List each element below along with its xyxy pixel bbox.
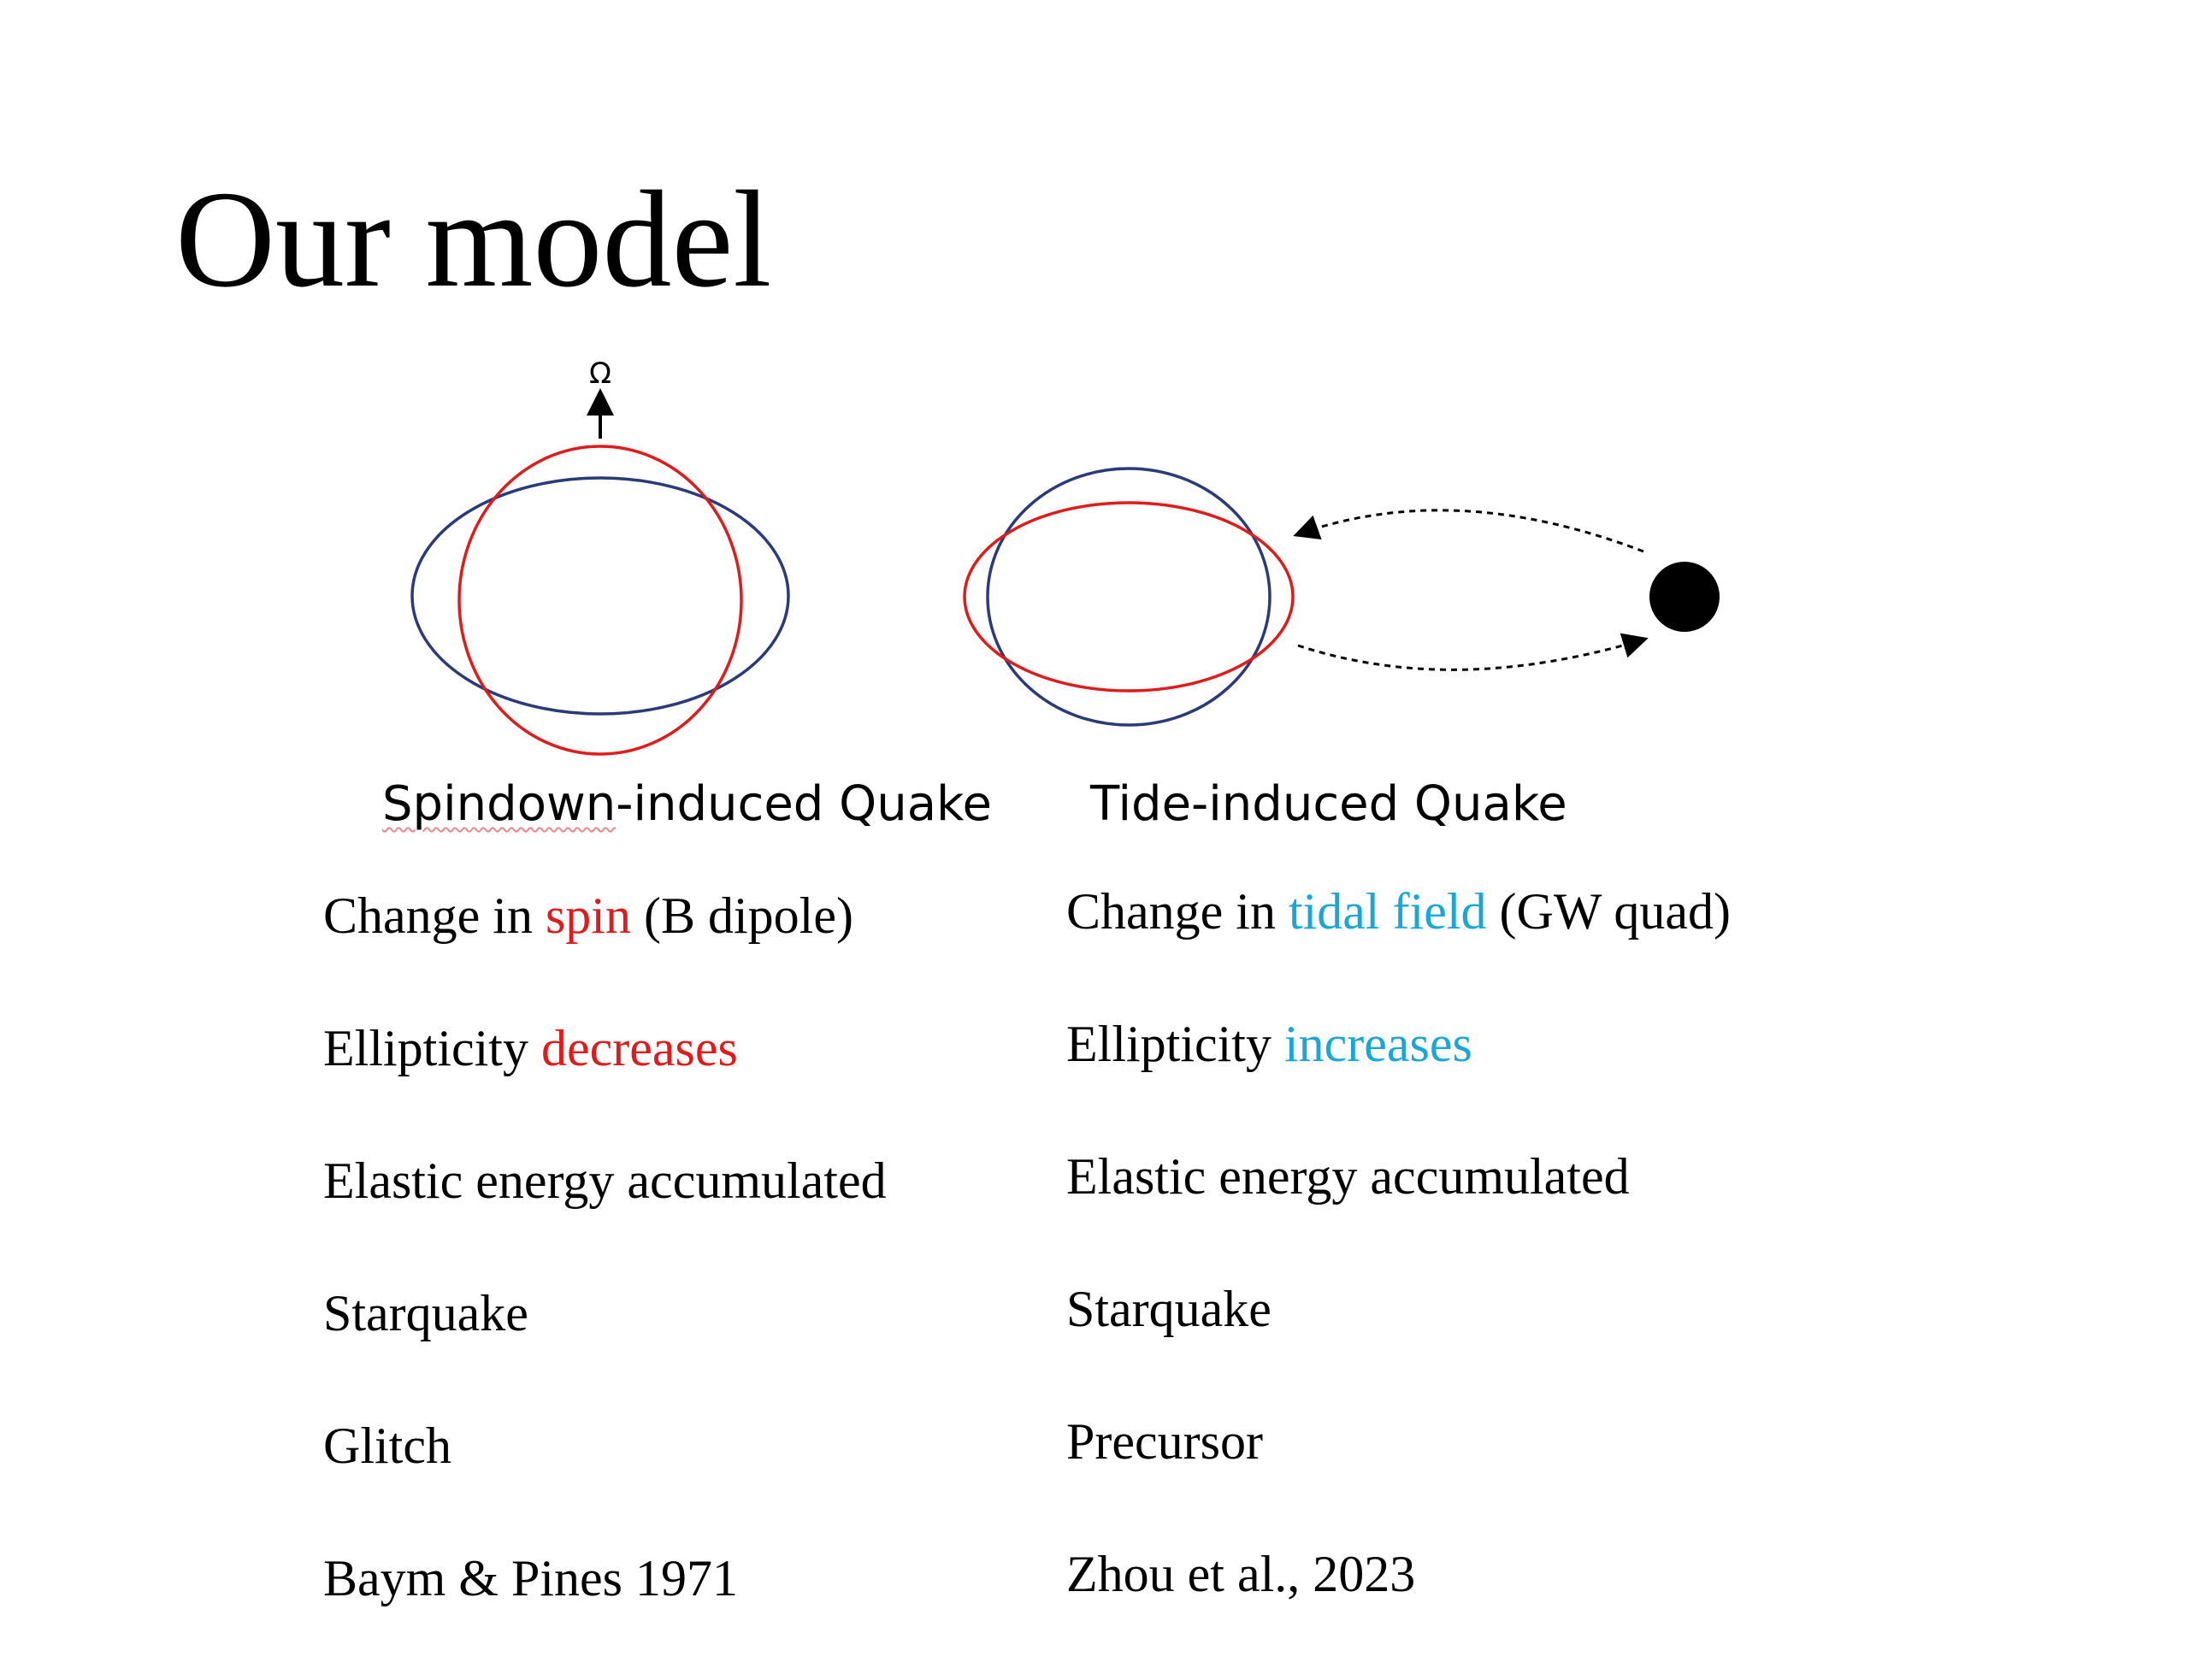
spherical-ellipse (457, 445, 743, 756)
left-row-starquake: Starquake (323, 1285, 528, 1341)
right-row-change: Change in tidal field (GW quad) (1066, 881, 1731, 1013)
left-row-energy: Elastic energy accumulated (323, 1152, 887, 1209)
omega-symbol: Ω (589, 357, 611, 391)
left-row-ellipticity: Ellipticity decreases (323, 1017, 887, 1150)
right-row-reference: Zhou et al., 2023 (1066, 1546, 1416, 1602)
right-row-starquake: Starquake (1066, 1281, 1272, 1337)
quake-diagram: Ω (410, 357, 1720, 756)
tide-caption: Tide-induced Quake (1090, 776, 1567, 832)
right-row1-highlight: tidal field (1288, 883, 1487, 940)
tide-diagram (963, 467, 1720, 727)
right-row2-text-a: Ellipticity (1066, 1016, 1284, 1072)
left-row-reference: Baym & Pines 1971 (323, 1550, 739, 1606)
right-row2-highlight: increases (1283, 1016, 1472, 1072)
spindown-caption-rest: -induced Quake (616, 776, 992, 832)
spindown-word: Spindown (382, 776, 617, 832)
left-row2-text-a: Ellipticity (323, 1020, 541, 1076)
orbit-upper-arrow (1293, 509, 1644, 553)
spindown-column: Change in spin (B dipole) Ellipticity de… (323, 885, 887, 1680)
orbit-lower-arrow (1297, 633, 1649, 671)
tidally-stretched-ellipse (963, 501, 1295, 693)
right-row-energy: Elastic energy accumulated (1066, 1148, 1630, 1205)
right-row1-text-c: (GW quad) (1486, 883, 1732, 940)
left-row-glitch: Glitch (323, 1418, 451, 1474)
left-row1-highlight: spin (545, 887, 631, 944)
slide-title: Our model (175, 163, 772, 316)
left-row-change: Change in spin (B dipole) (323, 885, 887, 1017)
right-row1-text-a: Change in (1066, 883, 1289, 940)
left-row1-text-c: (B dipole) (630, 887, 853, 944)
oblate-ellipse (410, 476, 790, 716)
left-row2-highlight: decreases (540, 1020, 738, 1076)
right-row-ellipticity: Ellipticity increases (1066, 1013, 1731, 1146)
tide-column: Change in tidal field (GW quad) Elliptic… (1066, 881, 1731, 1676)
companion-body (1649, 562, 1720, 632)
spindown-diagram: Ω (410, 357, 790, 756)
right-row-precursor: Precursor (1066, 1413, 1263, 1470)
left-row1-text-a: Change in (323, 887, 546, 944)
star-outline (986, 467, 1272, 727)
spindown-caption: Spindown-induced Quake (382, 776, 992, 832)
